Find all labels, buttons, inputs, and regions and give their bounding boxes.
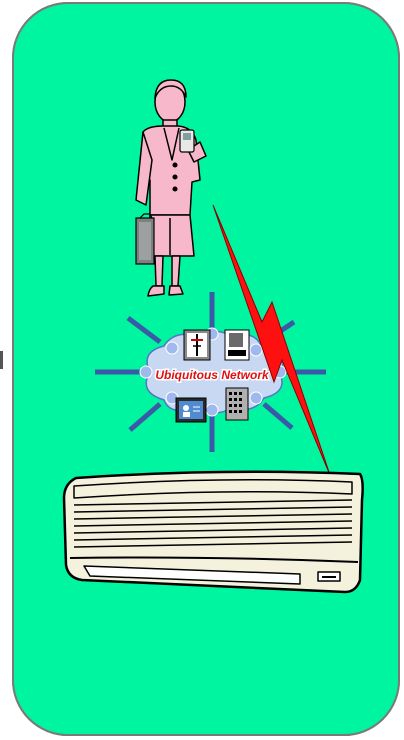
briefcase-icon	[136, 214, 154, 264]
network-label: Ubiquitous Network	[155, 368, 270, 382]
tower-building-icon	[184, 330, 210, 360]
id-card-icon	[176, 398, 206, 422]
server-icon	[225, 330, 249, 360]
office-building-icon	[226, 388, 248, 420]
air-conditioner-icon	[64, 472, 363, 592]
mobile-phone-icon	[180, 130, 194, 152]
